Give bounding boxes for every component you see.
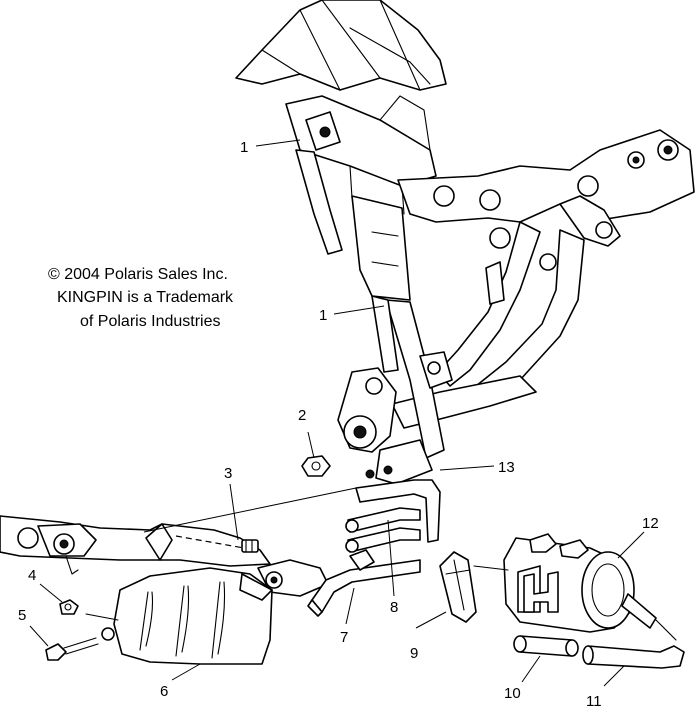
- callout-9: 9: [410, 645, 418, 662]
- tube-part-13: [345, 479, 441, 553]
- callout-8: 8: [390, 599, 398, 616]
- screw-part-5: [45, 637, 99, 661]
- nut-part-4: [59, 599, 79, 615]
- copyright-notice: © 2004 Polaris Sales Inc. KINGPIN is a T…: [48, 266, 234, 330]
- hose-part-10: [513, 635, 579, 657]
- callout-1-mid: 1: [319, 307, 327, 324]
- callout-13: 13: [498, 459, 515, 476]
- lower-frame-rail: [0, 515, 329, 597]
- callout-11: 11: [586, 693, 602, 708]
- callout-6: 6: [160, 683, 168, 700]
- copyright-line-2: KINGPIN is a Trademark: [57, 289, 234, 306]
- callout-12: 12: [642, 515, 659, 532]
- copyright-line-3: of Polaris Industries: [80, 313, 221, 330]
- hose-part-7: [307, 549, 421, 617]
- clamp-part-9: [439, 551, 477, 623]
- callout-2: 2: [298, 407, 306, 424]
- callout-5: 5: [18, 607, 26, 624]
- heat-shield-part-6: [85, 567, 273, 665]
- callout-4: 4: [28, 567, 36, 584]
- canister-part-12: [473, 533, 657, 633]
- bolt-part-3: [175, 535, 259, 553]
- frame-assembly: [235, 0, 695, 485]
- callout-7: 7: [340, 629, 348, 646]
- callout-labels: 1 1 2 3 4 5 6 7 8 9 10 11 12 13: [18, 139, 659, 708]
- nut-part-2: [301, 455, 331, 477]
- leader-lines: [29, 139, 645, 687]
- copyright-line-1: © 2004 Polaris Sales Inc.: [48, 266, 228, 283]
- callout-1-top: 1: [240, 139, 248, 156]
- callout-3: 3: [224, 465, 232, 482]
- callout-10: 10: [504, 685, 521, 702]
- hose-part-11: [582, 619, 685, 669]
